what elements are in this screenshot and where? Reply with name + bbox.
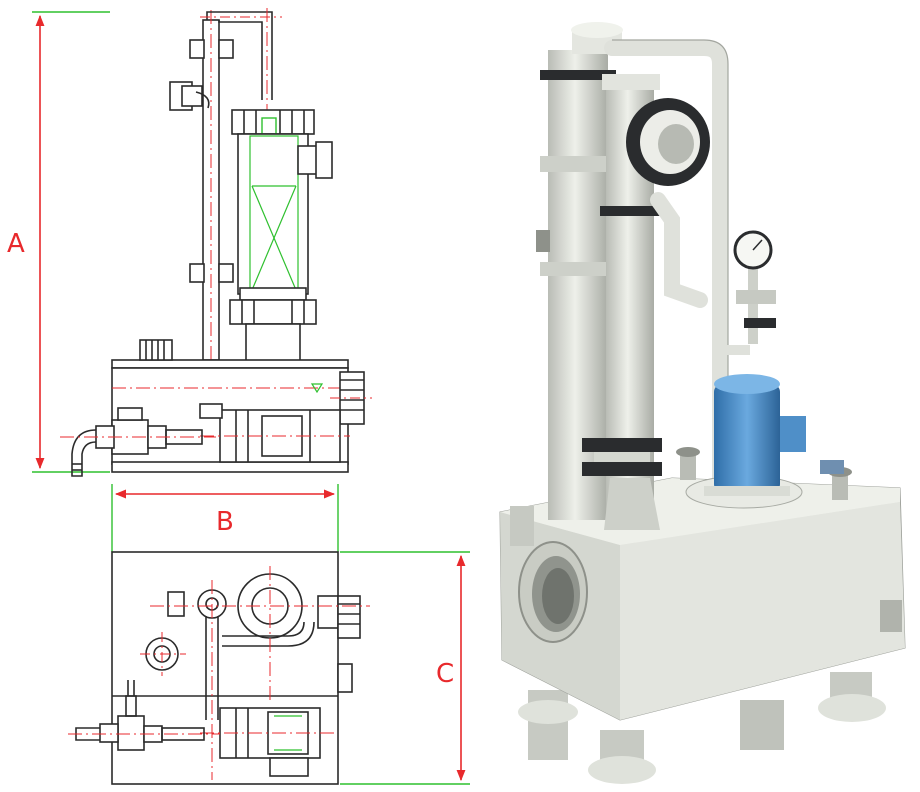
return-pipe — [604, 40, 728, 488]
side-flange-port — [626, 98, 710, 186]
dimension-c: C — [340, 551, 470, 785]
plan-view: C — [68, 551, 470, 785]
pump-motor — [685, 374, 806, 509]
inspection-port — [518, 541, 588, 643]
elevation-view: A — [7, 8, 372, 552]
dimension-b-label: B — [216, 507, 234, 537]
tank-top-fittings — [676, 447, 902, 632]
dimension-a: A — [7, 11, 110, 473]
pressure-gauge — [720, 230, 776, 355]
support-legs — [518, 672, 886, 784]
dimension-a-label: A — [7, 229, 25, 259]
scrubber-unit-photo — [499, 22, 906, 784]
dimension-b: B — [111, 484, 339, 552]
dimension-c-label: C — [436, 659, 454, 689]
